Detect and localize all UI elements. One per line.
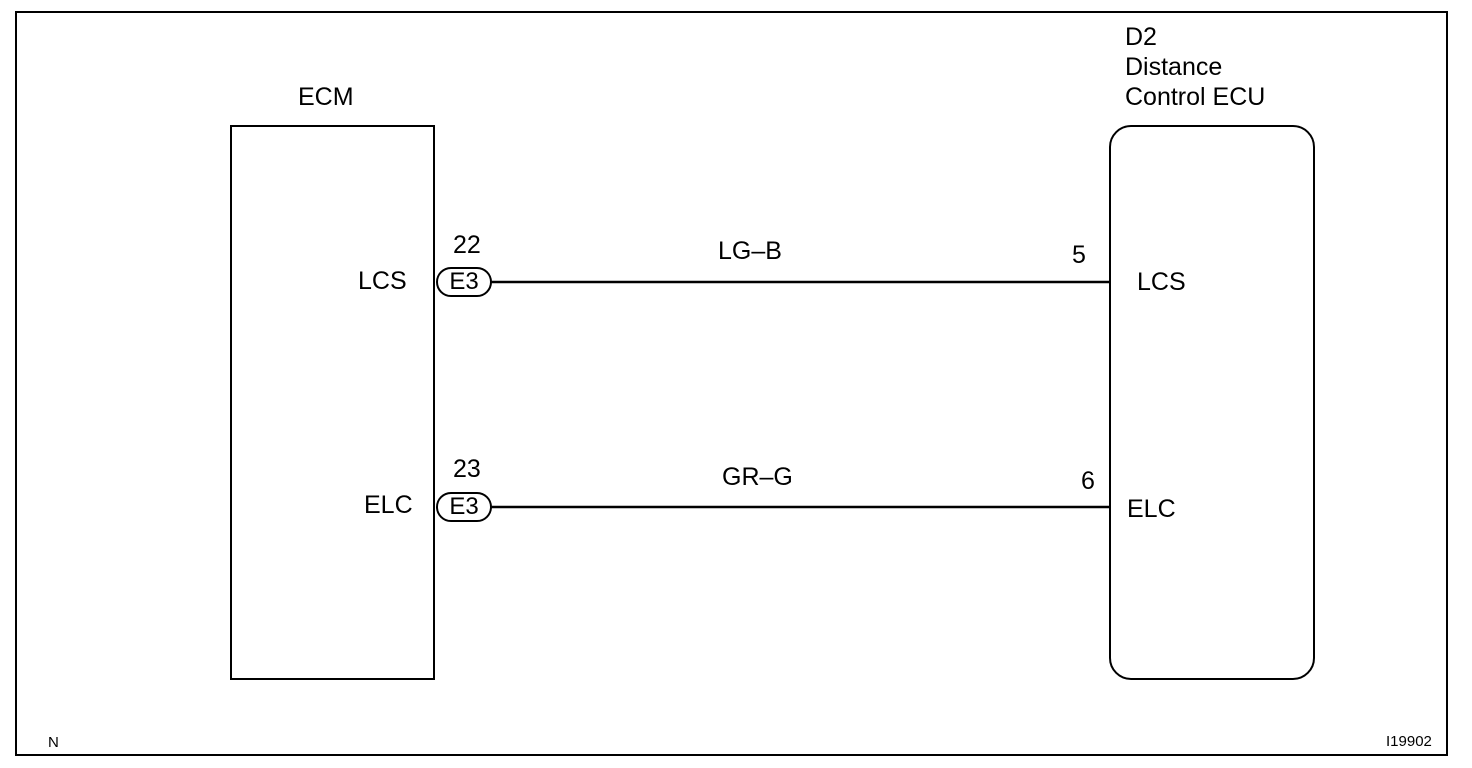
wire-color-elc: GR–G <box>722 463 793 491</box>
diagram-frame <box>15 11 1448 756</box>
figure-id: I19902 <box>1386 733 1432 750</box>
distance-ecu-box <box>1109 125 1315 680</box>
connector-e3-elc: E3 <box>436 492 492 522</box>
connector-e3-lcs: E3 <box>436 267 492 297</box>
footer-left-mark: N <box>48 734 59 751</box>
distance-ecu-title: D2 Distance Control ECU <box>1125 22 1265 112</box>
distance-terminal-elc: ELC <box>1127 495 1176 523</box>
ecm-title: ECM <box>298 83 354 111</box>
distance-ecu-name-line1: Distance <box>1125 53 1223 81</box>
distance-ecu-name-line2: Control ECU <box>1125 83 1266 111</box>
ecm-terminal-lcs: LCS <box>358 267 407 295</box>
distance-pin-6: 6 <box>1081 467 1095 495</box>
ecm-terminal-elc: ELC <box>364 491 413 519</box>
connector-label: E3 <box>449 268 479 295</box>
ecm-pin-22: 22 <box>453 231 481 259</box>
distance-ecu-code: D2 <box>1125 23 1157 51</box>
wire-color-lcs: LG–B <box>718 237 782 265</box>
ecm-pin-23: 23 <box>453 455 481 483</box>
connector-label: E3 <box>449 493 479 520</box>
distance-terminal-lcs: LCS <box>1137 268 1186 296</box>
distance-pin-5: 5 <box>1072 241 1086 269</box>
ecm-box <box>230 125 435 680</box>
